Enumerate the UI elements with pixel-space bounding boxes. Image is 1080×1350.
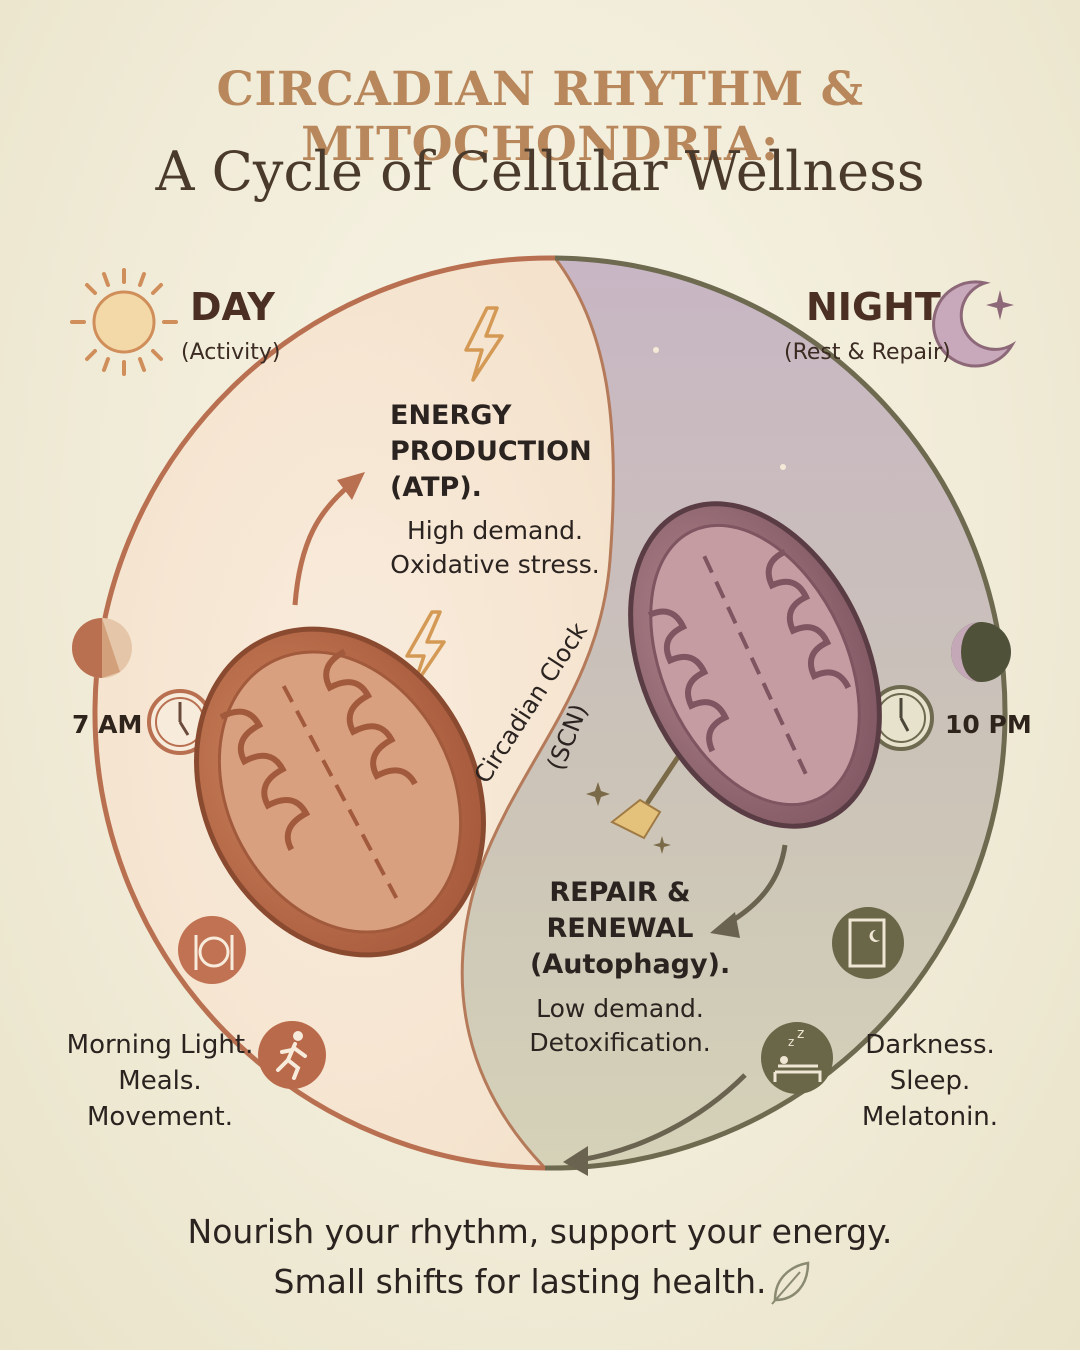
running-person-icon (258, 1021, 326, 1089)
leaf-icon (771, 1261, 810, 1305)
moon-star-icon (932, 280, 1017, 368)
mitochondria-day-illustration (194, 626, 486, 958)
lightning-icon-2 (405, 610, 446, 690)
sleeping-bed-icon: z z (761, 1022, 833, 1094)
energy-heading-1: ENERGY (390, 400, 512, 431)
day-arc (92, 255, 556, 1171)
day-phase-icon (72, 618, 132, 678)
energy-production-block: ENERGY PRODUCTION (ATP). (390, 398, 610, 506)
night-arrow-2 (579, 1073, 747, 1163)
repair-heading-3: (Autophagy). (530, 949, 731, 980)
mitochondria-night-illustration (628, 501, 882, 829)
day-sub-label: (Activity) (181, 340, 281, 365)
night-cue-1: Darkness. (865, 1030, 995, 1060)
night-cue-3: Melatonin. (861, 1102, 999, 1132)
day-cue-3: Movement. (87, 1102, 233, 1132)
energy-body-1: High demand. (407, 516, 583, 545)
night-time: 10 PM (945, 710, 1032, 739)
day-cue-1: Morning Light. (66, 1030, 254, 1060)
day-arrow (292, 483, 352, 606)
footer-line-1: Nourish your rhythm, support your energy… (187, 1212, 893, 1251)
night-label: NIGHT (806, 285, 941, 329)
energy-heading-3: (ATP). (390, 472, 482, 503)
day-time: 7 AM (72, 710, 143, 739)
divider-curve (460, 257, 615, 1170)
sun-icon (70, 268, 178, 376)
title-line-1: CIRCADIAN RHYTHM & MITOCHONDRIA: (216, 62, 864, 172)
day-label: DAY (190, 285, 275, 329)
repair-body-block: Low demand. Detoxification. (520, 992, 720, 1060)
repair-heading-1: REPAIR & (549, 877, 691, 908)
repair-renewal-block: REPAIR & RENEWAL (Autophagy). (530, 875, 731, 983)
repair-body-2: Detoxification. (529, 1028, 711, 1057)
title-line-2: A Cycle of Cellular Wellness (155, 140, 925, 203)
night-arc (544, 255, 1008, 1171)
plate-cutlery-icon (178, 916, 246, 984)
energy-heading-2: PRODUCTION (390, 436, 592, 467)
footer-line-2: Small shifts for lasting health. (273, 1262, 767, 1301)
day-cue-2: Meals. (118, 1066, 202, 1096)
night-cues-block: Darkness. Sleep. Melatonin. (830, 1027, 1030, 1135)
day-cues-block: Morning Light. Meals. Movement. (60, 1027, 260, 1135)
clock-icon-night (868, 685, 934, 751)
door-moon-icon (832, 907, 904, 979)
broom-icon (586, 754, 681, 854)
lightning-icon (464, 306, 504, 382)
energy-body-2: Oxidative stress. (390, 550, 600, 579)
svg-text:z: z (788, 1035, 794, 1049)
energy-body-block: High demand. Oxidative stress. (390, 514, 600, 582)
night-sub-label: (Rest & Repair) (784, 340, 951, 365)
svg-text:z: z (797, 1026, 804, 1042)
repair-heading-2: RENEWAL (546, 913, 694, 944)
night-phase-icon (951, 622, 1011, 682)
repair-body-1: Low demand. (536, 994, 704, 1023)
night-cue-2: Sleep. (889, 1066, 971, 1096)
